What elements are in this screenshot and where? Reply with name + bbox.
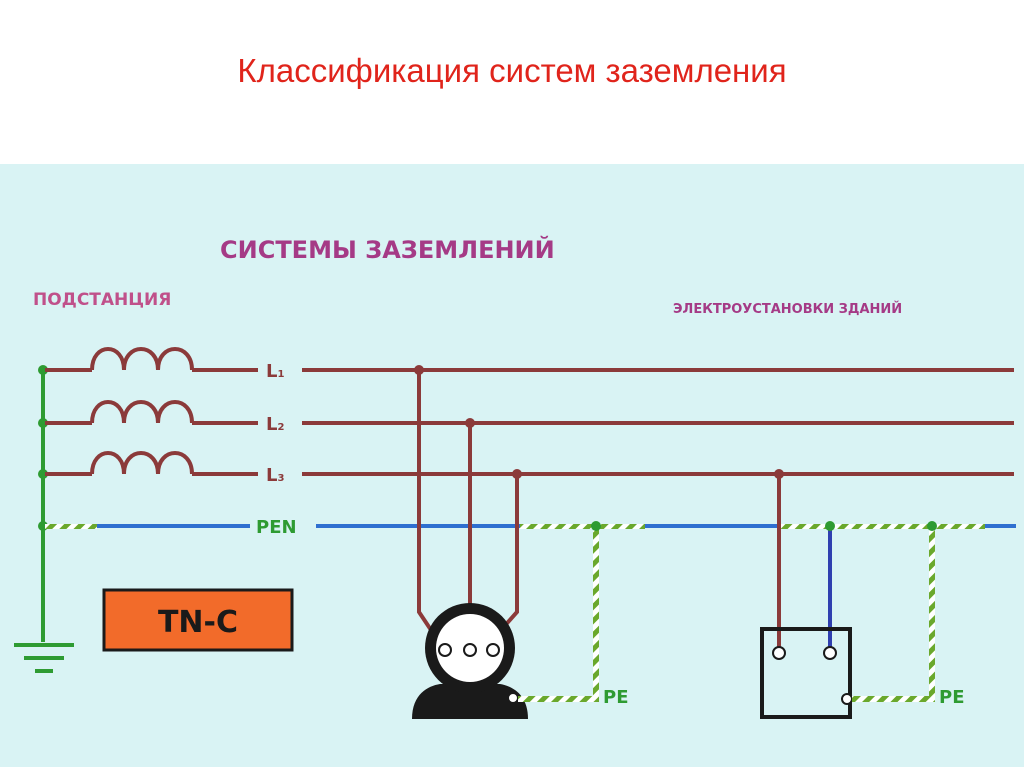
junction-dot: [774, 469, 784, 479]
diagram-background: [0, 164, 1024, 767]
junction-dot: [414, 365, 424, 375]
buildings-label: ЭЛЕКТРОУСТАНОВКИ ЗДАНИЙ: [673, 301, 902, 317]
motor-icon: [412, 603, 528, 719]
junction-dot: [825, 521, 835, 531]
socket-icon: [760, 627, 852, 719]
junction-dot: [38, 469, 48, 479]
socket-terminal: [823, 646, 837, 660]
l2-label: L2: [266, 414, 284, 435]
junction-dot: [38, 365, 48, 375]
junction-dot: [591, 521, 601, 531]
l1-label: L1: [266, 361, 284, 382]
junction-dot: [38, 418, 48, 428]
diagram-heading: СИСТЕМЫ ЗАЗЕМЛЕНИЙ: [220, 235, 555, 264]
junction-dot: [927, 521, 937, 531]
system-type-badge: [102, 588, 294, 652]
pe-label-motor: PE: [603, 687, 629, 708]
socket-pe-wire: [852, 526, 935, 702]
ground-symbol: [14, 643, 74, 673]
junction-dot: [512, 469, 522, 479]
system-type-label: TN-C: [158, 605, 238, 640]
transformer-windings: [45, 347, 258, 476]
socket-pe-terminal: [841, 693, 853, 705]
grounding-diagram: СИСТЕМЫ ЗАЗЕМЛЕНИЙ ПОДСТАНЦИЯ ЭЛЕКТРОУСТ…: [0, 164, 1024, 767]
pe-label-socket: PE: [939, 687, 965, 708]
junction-dot: [465, 418, 475, 428]
socket-terminal: [772, 646, 786, 660]
motor-pe-wire: [518, 526, 599, 702]
l3-label: L3: [266, 465, 284, 486]
substation-label: ПОДСТАНЦИЯ: [33, 290, 171, 310]
pen-label: PEN: [256, 517, 297, 538]
slide-title: Классификация систем заземления: [237, 52, 787, 89]
